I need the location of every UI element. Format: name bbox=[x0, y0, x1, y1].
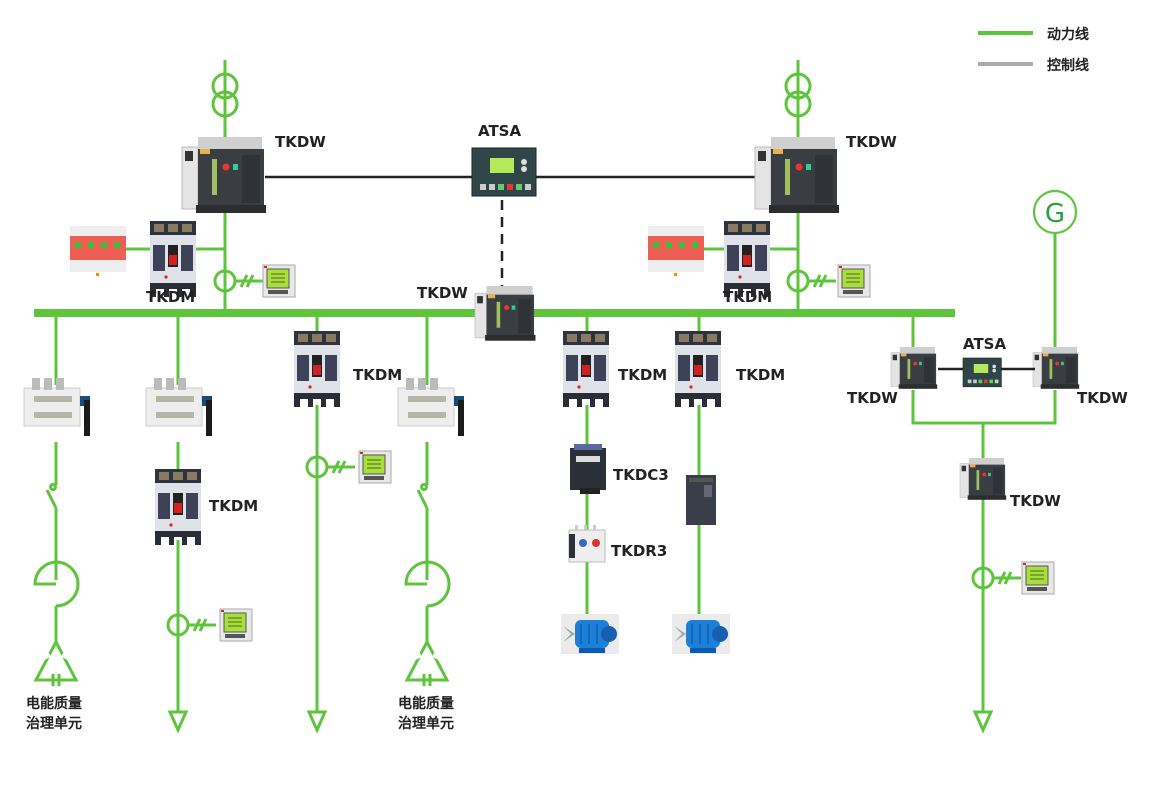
contactor-tkdc3-icon[interactable] bbox=[570, 444, 606, 494]
label-tkdw-main-right: TKDW bbox=[846, 133, 897, 151]
generator-symbol: G bbox=[1045, 199, 1065, 229]
meter-feeder-3-icon[interactable] bbox=[358, 450, 392, 484]
label-atsa-main: ATSA bbox=[478, 122, 521, 140]
acb-gen-right-icon[interactable] bbox=[1032, 346, 1080, 390]
acb-main-left-icon[interactable] bbox=[181, 136, 267, 214]
label-tkdm-spd-left: TKDM bbox=[146, 288, 195, 306]
isolator-4-icon[interactable] bbox=[397, 377, 465, 437]
acb-main-right-icon[interactable] bbox=[754, 136, 840, 214]
meter-feeder-2-icon[interactable] bbox=[219, 608, 253, 642]
mccb-spd-left-icon[interactable] bbox=[150, 221, 196, 297]
mccb-feeder-3-icon[interactable] bbox=[294, 331, 340, 407]
label-pq-unit-2-line2: 治理单元 bbox=[398, 715, 454, 732]
meter-left-icon[interactable] bbox=[262, 264, 296, 298]
label-tkdw-gen-right: TKDW bbox=[1077, 389, 1128, 407]
label-tkdw-gen-out: TKDW bbox=[1010, 492, 1061, 510]
isolator-2-icon[interactable] bbox=[145, 377, 213, 437]
label-tkdm-feeder-6: TKDM bbox=[736, 366, 785, 384]
label-pq-unit-1-line1: 电能质量 bbox=[26, 695, 82, 712]
label-tkdm-feeder-5: TKDM bbox=[618, 366, 667, 384]
motor-2-icon[interactable] bbox=[671, 613, 731, 655]
legend-control-line-label: 控制线 bbox=[1047, 57, 1089, 74]
meter-right-icon[interactable] bbox=[837, 264, 871, 298]
label-tkdw-gen-left: TKDW bbox=[847, 389, 898, 407]
legend-power-line-label: 动力线 bbox=[1047, 26, 1089, 43]
spd-left-icon[interactable] bbox=[70, 226, 126, 276]
acb-gen-out-icon[interactable] bbox=[959, 457, 1007, 501]
label-tkdm-spd-right: TKDM bbox=[723, 288, 772, 306]
ct-right-icon bbox=[786, 269, 838, 293]
load-arrow-gen-out-icon bbox=[972, 710, 994, 734]
label-pq-unit-1-line2: 治理单元 bbox=[26, 715, 82, 732]
load-arrow-feeder-3-icon bbox=[306, 710, 328, 734]
mccb-feeder-6-icon[interactable] bbox=[675, 331, 721, 407]
label-tkdw-bus-tie: TKDW bbox=[417, 284, 468, 302]
mccb-spd-right-icon[interactable] bbox=[724, 221, 770, 297]
label-atsa-gen: ATSA bbox=[963, 335, 1006, 353]
feeder-4: 电能质量 治理单元 bbox=[397, 313, 465, 732]
label-tkdm-feeder-2: TKDM bbox=[209, 497, 258, 515]
label-tkdw-main-left: TKDW bbox=[275, 133, 326, 151]
acb-bus-tie-icon[interactable] bbox=[474, 285, 536, 342]
load-arrow-feeder-2-icon bbox=[167, 710, 189, 734]
label-pq-unit-2-line1: 电能质量 bbox=[398, 695, 454, 712]
feeder-6: TKDM bbox=[671, 313, 785, 655]
label-tkdc3: TKDC3 bbox=[613, 466, 669, 484]
feeder-2: TKDM bbox=[145, 313, 258, 734]
atsa-main-icon[interactable] bbox=[471, 147, 537, 197]
motor-1-icon[interactable] bbox=[560, 613, 620, 655]
generator-section: G ATSA TKDW TKDW TKDW bbox=[847, 189, 1128, 734]
incoming-left: TKDW TKDM bbox=[70, 60, 326, 312]
meter-gen-out-icon[interactable] bbox=[1021, 561, 1055, 595]
isolator-1-icon[interactable] bbox=[23, 377, 91, 437]
acb-gen-left-icon[interactable] bbox=[890, 346, 938, 390]
ct-feeder-3-icon bbox=[305, 455, 357, 479]
feeder-5: TKDM TKDC3 TKDR3 bbox=[560, 313, 669, 655]
feeder-3: TKDM bbox=[294, 313, 402, 734]
label-tkdr3: TKDR3 bbox=[611, 542, 667, 560]
spd-right-icon[interactable] bbox=[648, 226, 704, 276]
legend: 动力线 控制线 bbox=[978, 26, 1089, 74]
label-tkdm-feeder-3: TKDM bbox=[353, 366, 402, 384]
atsa-gen-icon[interactable] bbox=[962, 357, 1002, 388]
mccb-feeder-5-icon[interactable] bbox=[563, 331, 609, 407]
incoming-right: TKDW TKDM bbox=[648, 60, 897, 312]
ct-gen-out-icon bbox=[971, 566, 1023, 590]
mccb-feeder-2-icon[interactable] bbox=[155, 469, 201, 545]
ct-feeder-2-icon bbox=[166, 613, 218, 637]
overload-relay-tkdr3-icon[interactable] bbox=[568, 525, 606, 563]
feeder-1: 电能质量 治理单元 bbox=[23, 313, 91, 732]
ct-left-icon bbox=[213, 269, 265, 293]
vfd-icon[interactable] bbox=[686, 475, 716, 525]
